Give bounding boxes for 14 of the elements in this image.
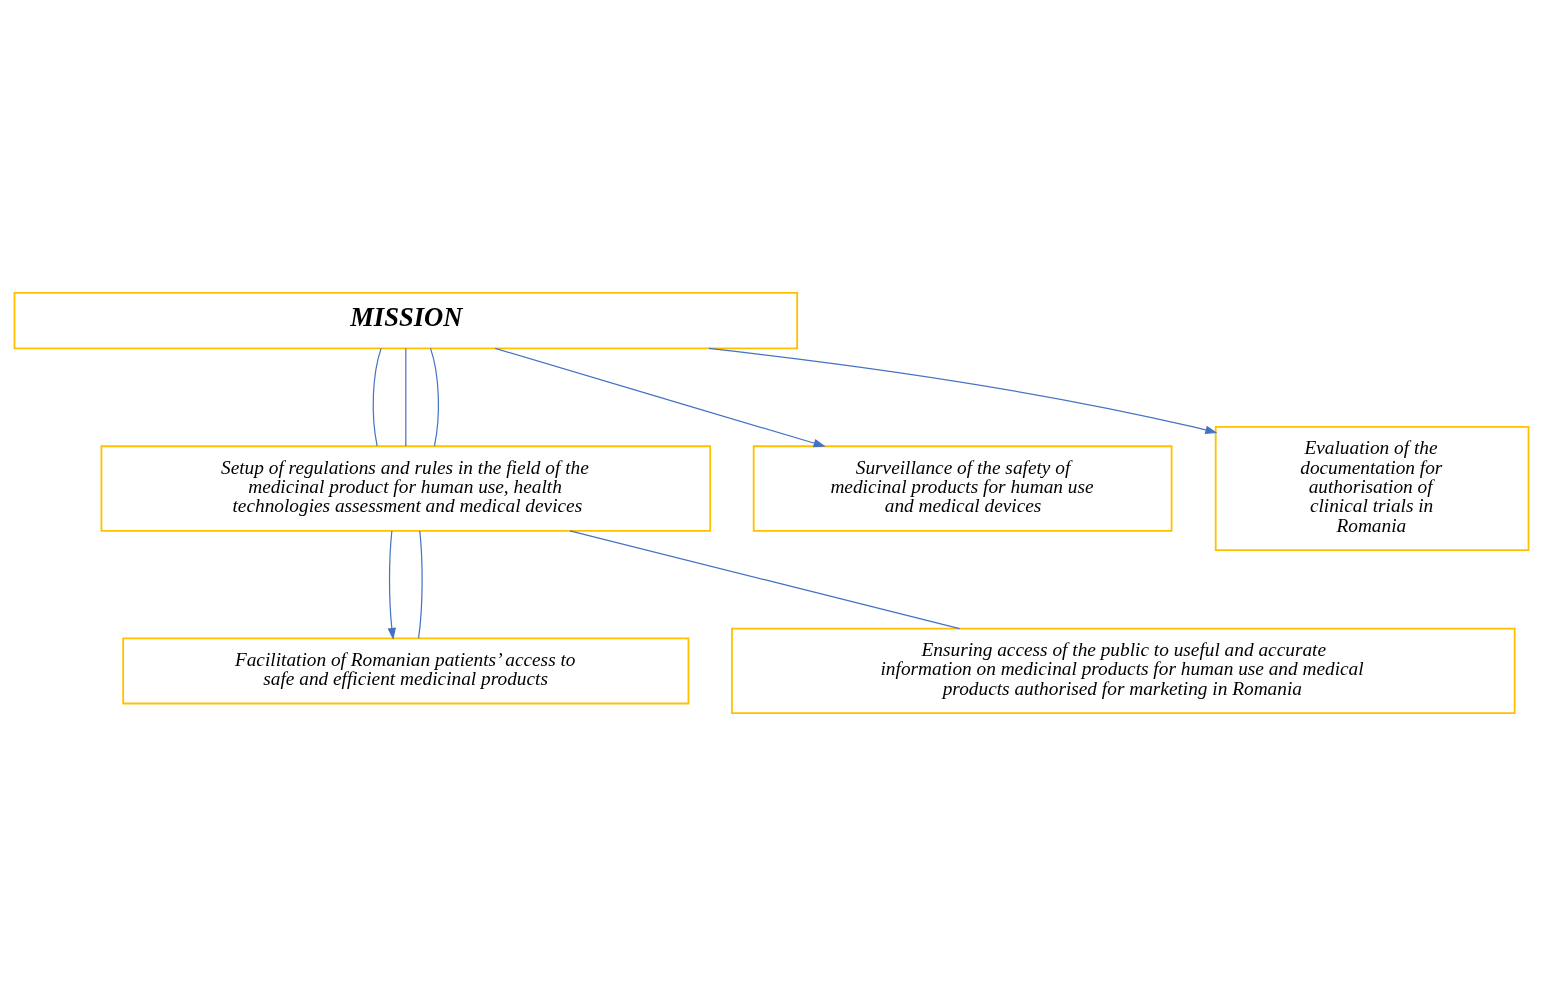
node-box: Ensuring access of the public to useful and accurate information on medicinal products for human use and medical products authorised for marketing in Romania [731,627,1516,714]
node-box: Facilitation of Romanian patients’ access to safe and efficient medicinal products [122,636,690,704]
arrow [494,347,826,447]
node-box: Surveillance of the safety of medicinal products for human use and medical devices [752,444,1173,532]
node-box: Evaluation of the documentation for authorisation of clinical trials in Romania [1214,425,1530,551]
connector [569,529,961,629]
node-box: MISSION [13,291,799,349]
connector [372,347,382,447]
arrow [387,529,396,640]
connector [429,347,440,447]
connector [405,347,407,447]
node-box: Setup of regulations and rules in the field of the medicinal product for human use, health technologies assessment and medical devices [100,444,712,532]
connector [417,529,423,639]
arrow [708,347,1218,434]
